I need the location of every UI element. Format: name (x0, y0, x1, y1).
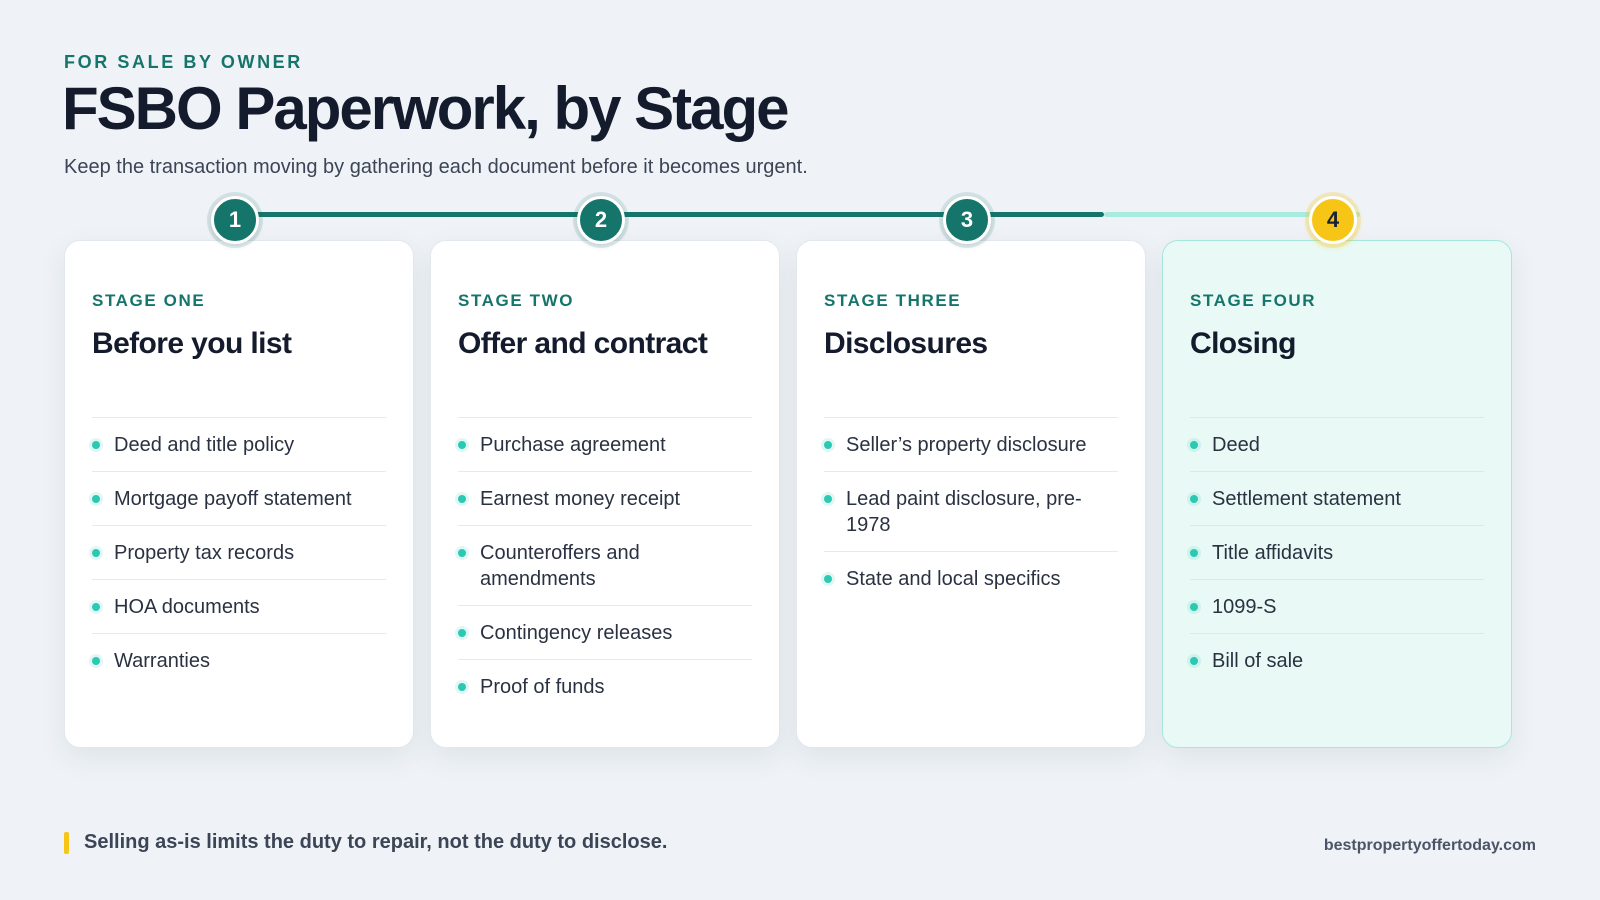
eyebrow: FOR SALE BY OWNER (64, 52, 303, 72)
document-label: Earnest money receipt (480, 488, 681, 510)
document-item: Contingency releases (458, 606, 752, 660)
document-item: Deed (1190, 418, 1484, 472)
document-item: Warranties (92, 634, 386, 687)
document-item: Title affidavits (1190, 526, 1484, 580)
document-item: Property tax records (92, 526, 386, 580)
stage-title: Closing (1190, 327, 1296, 360)
stage-card-4: STAGE FOUR Closing Deed Settlement state… (1162, 240, 1512, 748)
stage-label: STAGE TWO (458, 291, 575, 310)
stage-card-3: STAGE THREE Disclosures Seller’s propert… (796, 240, 1146, 748)
bullet-dot-icon (92, 495, 100, 503)
document-item: Counteroffers and amendments (458, 526, 752, 606)
stage-label: STAGE FOUR (1190, 291, 1317, 310)
footnote-accent-bar (64, 832, 69, 854)
document-label: Deed (1212, 434, 1260, 456)
bullet-dot-icon (92, 657, 100, 665)
bullet-dot-icon (458, 495, 466, 503)
document-item: Proof of funds (458, 660, 752, 713)
progress-track-remaining (1104, 212, 1360, 217)
document-label: Contingency releases (480, 622, 673, 644)
document-label: Mortgage payoff statement (114, 488, 352, 510)
stage-title: Before you list (92, 327, 292, 360)
document-label: Title affidavits (1212, 542, 1334, 564)
bullet-dot-icon (458, 441, 466, 449)
document-label: Seller’s property disclosure (846, 434, 1087, 456)
progress-track-complete (240, 212, 1104, 217)
document-item: Purchase agreement (458, 418, 752, 472)
document-label: Warranties (114, 650, 210, 672)
site-url: bestpropertyoffertoday.com (1323, 837, 1536, 854)
document-item: Earnest money receipt (458, 472, 752, 526)
stage-label: STAGE ONE (92, 291, 206, 310)
document-label: 1099-S (1212, 596, 1277, 618)
bullet-dot-icon (92, 549, 100, 557)
bullet-dot-icon (1190, 549, 1198, 557)
document-list: Seller’s property disclosure Lead paint … (824, 417, 1118, 605)
document-item: State and local specifics (824, 552, 1118, 605)
document-label: State and local specifics (846, 568, 1061, 590)
bullet-dot-icon (1190, 495, 1198, 503)
stage-label: STAGE THREE (824, 291, 962, 310)
stage-card-2: STAGE TWO Offer and contract Purchase ag… (430, 240, 780, 748)
document-label: HOA documents (114, 596, 260, 618)
bullet-dot-icon (458, 683, 466, 691)
page-title: FSBO Paperwork, by Stage (62, 75, 790, 142)
bullet-dot-icon (824, 441, 832, 449)
document-item: Settlement statement (1190, 472, 1484, 526)
document-item: Seller’s property disclosure (824, 418, 1118, 472)
document-label: Settlement statement (1212, 488, 1401, 510)
bullet-dot-icon (92, 603, 100, 611)
bullet-dot-icon (458, 549, 466, 557)
document-item: 1099-S (1190, 580, 1484, 634)
step-marker-1: 1 (211, 196, 259, 244)
footnote: Selling as-is limits the duty to repair,… (84, 831, 668, 853)
step-marker-4: 4 (1309, 196, 1357, 244)
bullet-dot-icon (1190, 657, 1198, 665)
stage-title: Disclosures (824, 327, 988, 360)
document-label: Bill of sale (1212, 650, 1304, 672)
bullet-dot-icon (1190, 441, 1198, 449)
bullet-dot-icon (92, 441, 100, 449)
document-item: Lead paint disclosure, pre-1978 (824, 472, 1118, 552)
page-subtitle: Keep the transaction moving by gathering… (64, 156, 808, 178)
step-marker-2: 2 (577, 196, 625, 244)
document-item: Mortgage payoff statement (92, 472, 386, 526)
stage-card-1: STAGE ONE Before you list Deed and title… (64, 240, 414, 748)
bullet-dot-icon (824, 495, 832, 503)
bullet-dot-icon (1190, 603, 1198, 611)
document-item: Deed and title policy (92, 418, 386, 472)
document-item: Bill of sale (1190, 634, 1484, 687)
document-label: Purchase agreement (480, 434, 666, 456)
bullet-dot-icon (824, 575, 832, 583)
document-label: Property tax records (114, 542, 295, 564)
document-label: Proof of funds (480, 676, 605, 698)
document-label: Counteroffers and amendments (480, 542, 640, 590)
document-label: Lead paint disclosure, pre-1978 (846, 488, 1082, 536)
document-list: Purchase agreement Earnest money receipt… (458, 417, 752, 713)
stage-title: Offer and contract (458, 327, 708, 360)
document-label: Deed and title policy (114, 434, 295, 456)
bullet-dot-icon (458, 629, 466, 637)
document-item: HOA documents (92, 580, 386, 634)
document-list: Deed and title policy Mortgage payoff st… (92, 417, 386, 687)
document-list: Deed Settlement statement Title affidavi… (1190, 417, 1484, 687)
step-marker-3: 3 (943, 196, 991, 244)
